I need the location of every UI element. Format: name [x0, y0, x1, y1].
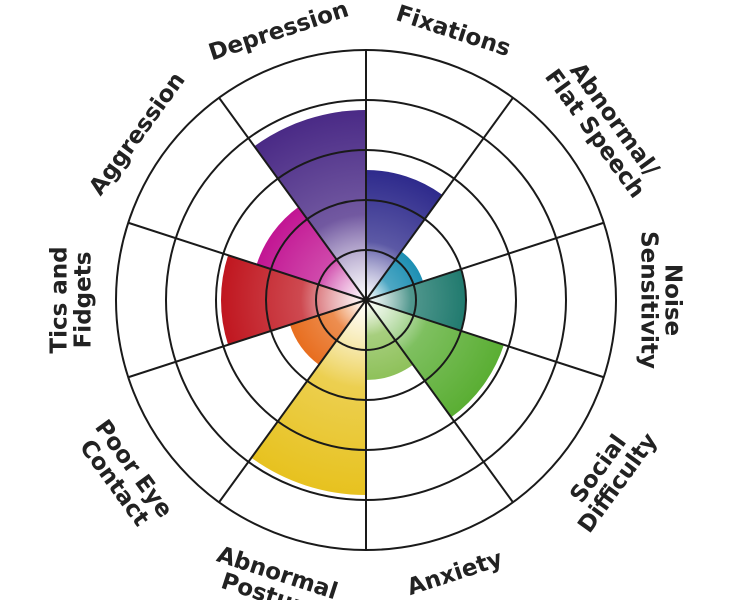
segment-label-text: Aggression — [84, 68, 190, 201]
wedge-depression — [254, 110, 366, 300]
grid-spoke-4 — [365, 299, 605, 379]
segment-label-group-9: Aggression — [84, 68, 190, 201]
segment-label-text: Tics and — [47, 246, 73, 353]
segment-label-group-2: Abnormal/Flat Speech — [539, 58, 664, 203]
segment-label-text: Sensitivity — [636, 231, 662, 369]
wedge-social-difficulty — [366, 300, 504, 418]
grid-spoke-7 — [218, 299, 367, 503]
segment-label-group-10: Depression — [206, 0, 352, 66]
grid-spoke-3 — [365, 221, 605, 301]
segment-label-text: Depression — [206, 0, 352, 66]
segment-label-group-5: Anxiety — [404, 546, 506, 600]
wedge-abnormal-flat-speech — [366, 251, 424, 300]
segment-label-text: Fidgets — [71, 252, 97, 349]
grid-spoke-8 — [127, 299, 367, 379]
grid-spoke-2 — [365, 97, 514, 301]
segment-label-text: Fixations — [393, 1, 514, 62]
wedge-tics-and-fidgets — [221, 255, 366, 345]
grid-spoke-10 — [218, 97, 367, 301]
grid-spoke-5 — [365, 299, 514, 503]
wedge-aggression — [256, 206, 366, 300]
grid-group — [115, 49, 617, 551]
segment-label-group-1: Fixations — [393, 1, 514, 62]
wedges-group — [221, 110, 504, 495]
grid-spoke-9 — [127, 221, 367, 301]
segment-label-text: Noise — [660, 264, 686, 336]
segment-label-text: Anxiety — [404, 546, 506, 600]
wedge-anxiety — [366, 300, 414, 380]
